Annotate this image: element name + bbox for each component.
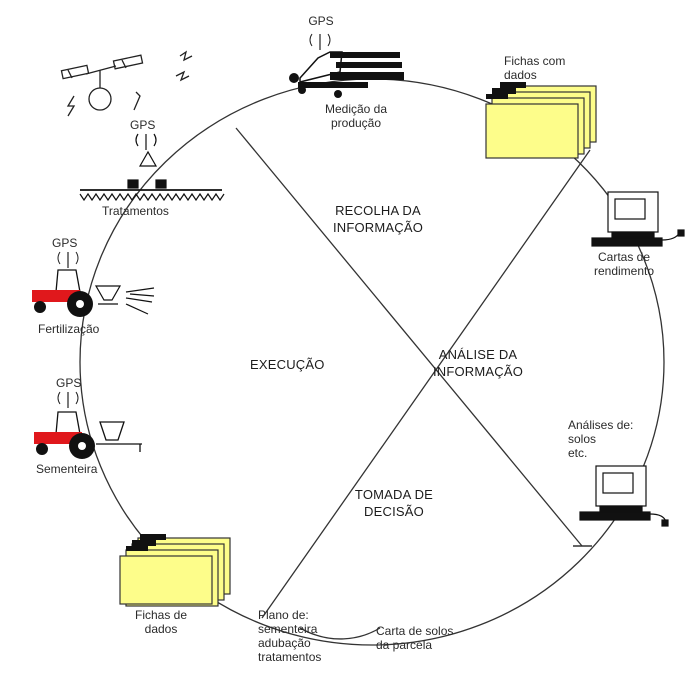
computer-icon bbox=[579, 465, 669, 527]
cycle-connector bbox=[299, 627, 381, 640]
tratamentos-label: Tratamentos bbox=[102, 204, 169, 218]
fertilizacao-label: Fertilização bbox=[38, 322, 100, 336]
divider-line-1 bbox=[235, 127, 583, 547]
fichas-de-dados-label: Fichas de dados bbox=[134, 608, 188, 636]
computer-icon bbox=[591, 191, 685, 247]
seed-drill-icon bbox=[96, 421, 142, 452]
gps-sementeira-label: GPS bbox=[56, 376, 82, 390]
gps-tratamentos-label: GPS bbox=[130, 118, 156, 132]
gps-label: GPS bbox=[308, 14, 334, 28]
satellite-icon bbox=[60, 50, 193, 117]
gps-fertilizacao-label: GPS bbox=[52, 236, 78, 250]
folder-stack-icon bbox=[119, 534, 231, 607]
sementeira-label: Sementeira bbox=[36, 462, 98, 476]
medicao-label: Medição da produção bbox=[324, 102, 388, 130]
tractor-icon bbox=[32, 251, 93, 317]
sector-recolha: RECOLHA DA INFORMAÇÃO bbox=[332, 203, 424, 235]
sector-execucao: EXECUÇÃO bbox=[250, 357, 325, 372]
analises-solos-label: Análises de: solos etc. bbox=[568, 418, 634, 460]
combine-harvester-icon bbox=[289, 33, 404, 98]
cartas-rendimento-label: Cartas de rendimento bbox=[593, 250, 655, 278]
sprayer-boom-icon bbox=[79, 133, 225, 202]
spreader-icon bbox=[94, 285, 155, 315]
sector-analise: ANÁLISE DA INFORMAÇÃO bbox=[432, 347, 524, 379]
tractor-icon bbox=[34, 391, 95, 459]
fichas-com-dados-label: Fichas com dados bbox=[504, 54, 566, 82]
sector-decisao: TOMADA DE DECISÃO bbox=[354, 487, 434, 519]
carta-solos-label: Carta de solos da parcela bbox=[376, 624, 454, 652]
divider-line-2 bbox=[261, 149, 591, 619]
folder-stack-icon bbox=[485, 82, 597, 159]
plano-label: Plano de: sementeira adubação tratamento… bbox=[258, 608, 322, 664]
